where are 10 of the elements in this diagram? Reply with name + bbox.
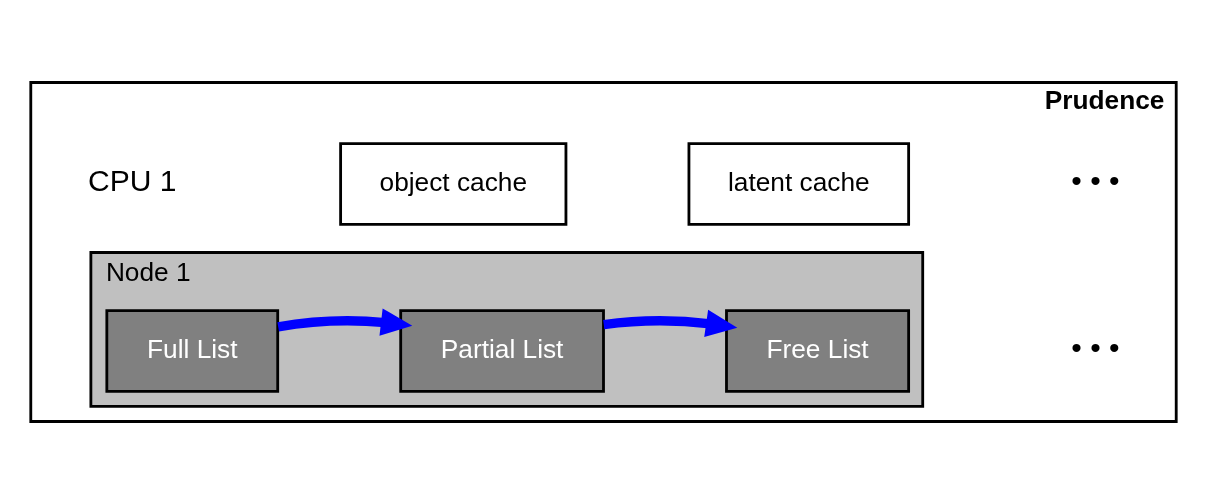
- label: • • •: [1071, 163, 1120, 197]
- node-box: Full List: [105, 308, 280, 393]
- node-box: Partial List: [399, 308, 605, 393]
- node-box: latent cache: [687, 141, 911, 226]
- arrow: [603, 309, 738, 337]
- label: CPU 1: [87, 163, 177, 197]
- arrow: [277, 307, 413, 336]
- node-box: Free List: [725, 308, 911, 393]
- label: • • •: [1071, 330, 1120, 364]
- node-box: object cache: [339, 141, 568, 226]
